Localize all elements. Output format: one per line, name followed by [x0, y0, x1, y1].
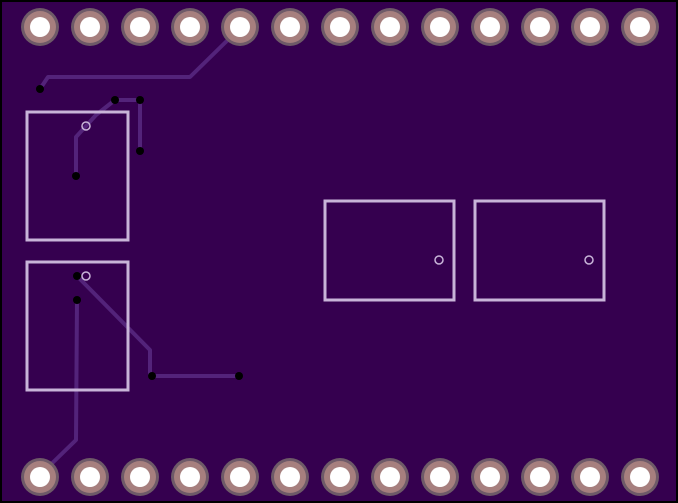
pad-hole: [630, 17, 650, 37]
header-pad-bottom-6: [271, 458, 309, 496]
pin1-marker-u2: [81, 271, 91, 281]
pad-hole: [130, 467, 150, 487]
via-5: [72, 172, 80, 180]
header-pad-top-8: [371, 8, 409, 46]
pad-hole: [580, 467, 600, 487]
component-outline-u1: [25, 110, 130, 242]
via-layer: [36, 85, 243, 380]
pad-hole: [180, 467, 200, 487]
pad-hole: [380, 17, 400, 37]
component-outline-u4: [473, 199, 606, 302]
header-pad-top-13: [621, 8, 659, 46]
trace-3: [74, 98, 117, 178]
via-1: [36, 85, 44, 93]
header-pad-top-6: [271, 8, 309, 46]
silkscreen-layer: [25, 110, 606, 392]
pad-hole: [430, 17, 450, 37]
pad-hole: [30, 467, 50, 487]
header-pad-bottom-11: [521, 458, 559, 496]
header-pad-bottom-9: [421, 458, 459, 496]
pad-hole: [130, 17, 150, 37]
header-pad-bottom-10: [471, 458, 509, 496]
trace-1: [38, 28, 240, 91]
pad-hole: [330, 17, 350, 37]
pad-hole: [530, 17, 550, 37]
header-pad-top-4: [171, 8, 209, 46]
via-3: [136, 96, 144, 104]
pad-hole: [180, 17, 200, 37]
header-pad-bottom-3: [121, 458, 159, 496]
pin1-marker-u4: [584, 255, 594, 265]
header-pad-top-5: [221, 8, 259, 46]
header-pad-top-3: [121, 8, 159, 46]
component-outline-u2: [25, 260, 130, 392]
component-outline-u3: [323, 199, 456, 302]
via-8: [148, 372, 156, 380]
header-pad-top-1: [21, 8, 59, 46]
pad-hole: [380, 467, 400, 487]
header-pad-bottom-7: [321, 458, 359, 496]
pad-hole: [280, 17, 300, 37]
header-pad-bottom-1: [21, 458, 59, 496]
pad-hole: [330, 467, 350, 487]
pad-hole: [80, 17, 100, 37]
header-pad-bottom-12: [571, 458, 609, 496]
pad-hole: [30, 17, 50, 37]
header-pad-top-9: [421, 8, 459, 46]
header-pad-top-7: [321, 8, 359, 46]
pad-hole: [230, 17, 250, 37]
pad-hole: [630, 467, 650, 487]
pin1-marker-u1: [81, 121, 91, 131]
header-pad-top-12: [571, 8, 609, 46]
pad-hole: [580, 17, 600, 37]
trace-4: [75, 274, 241, 378]
header-pad-bottom-5: [221, 458, 259, 496]
header-pad-bottom-2: [71, 458, 109, 496]
pad-hole: [480, 467, 500, 487]
pad-hole: [480, 17, 500, 37]
header-pad-top-2: [71, 8, 109, 46]
pad-hole: [530, 467, 550, 487]
pad-hole: [80, 467, 100, 487]
pad-hole: [280, 467, 300, 487]
header-pad-layer: [21, 8, 659, 496]
header-pad-top-10: [471, 8, 509, 46]
header-pad-bottom-8: [371, 458, 409, 496]
header-pad-bottom-13: [621, 458, 659, 496]
via-9: [235, 372, 243, 380]
pad-hole: [230, 467, 250, 487]
via-4: [136, 147, 144, 155]
via-2: [111, 96, 119, 104]
pad-hole: [430, 467, 450, 487]
via-7: [73, 296, 81, 304]
pin1-marker-u3: [434, 255, 444, 265]
header-pad-bottom-4: [171, 458, 209, 496]
header-pad-top-11: [521, 8, 559, 46]
via-6: [73, 272, 81, 280]
